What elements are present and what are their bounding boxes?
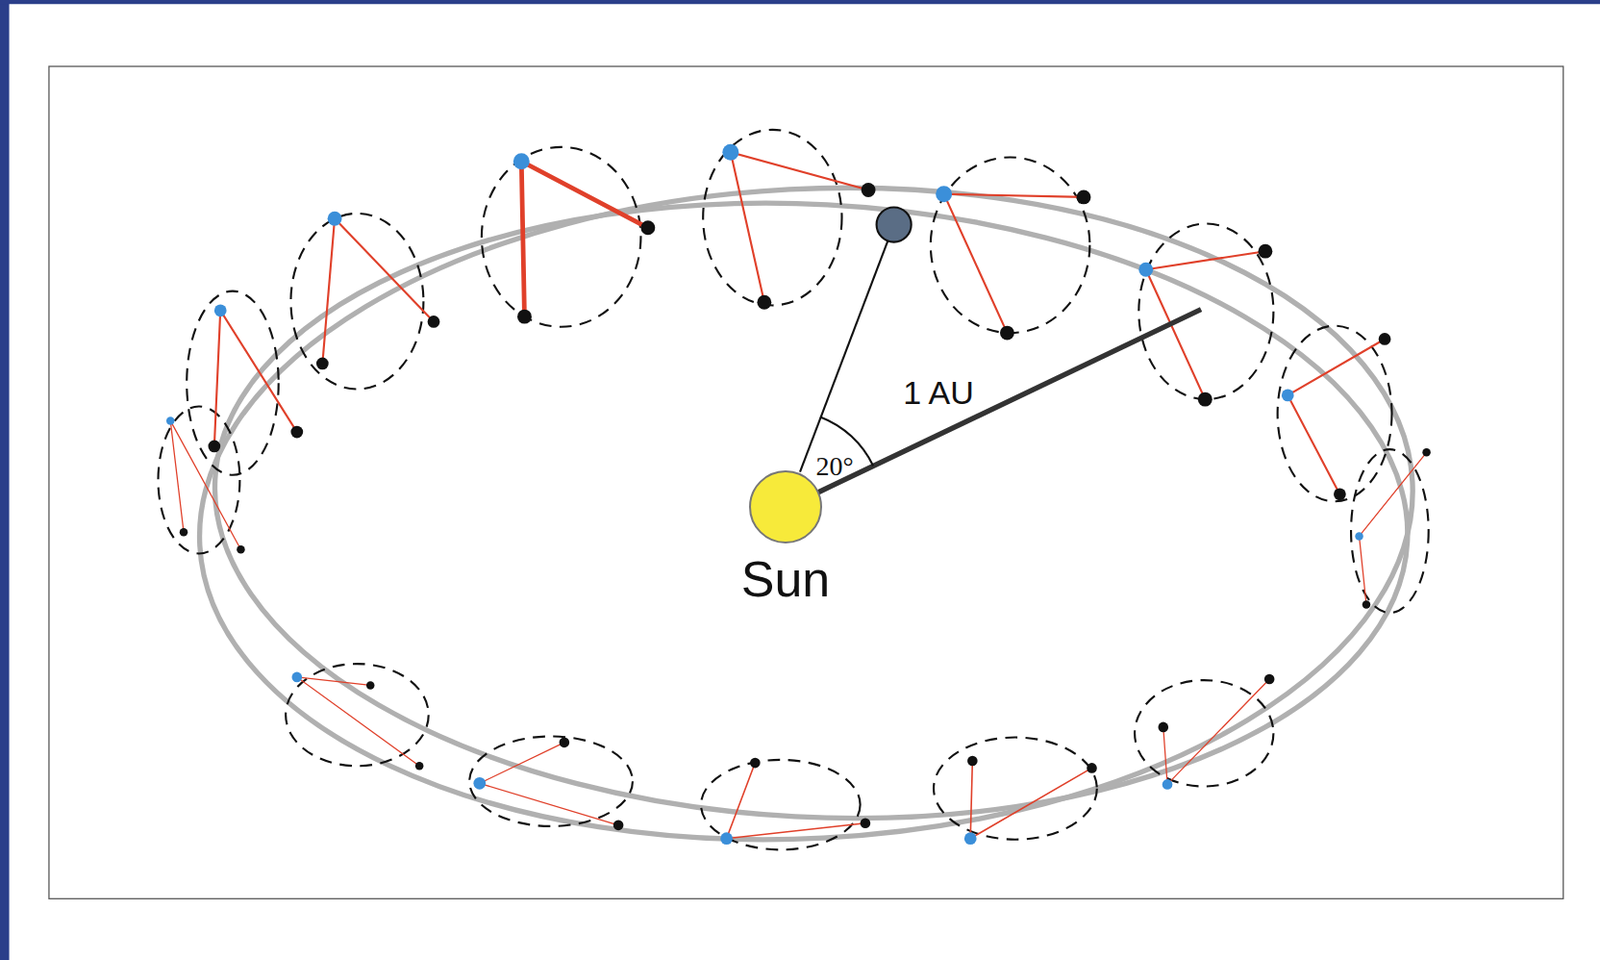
angle-label: 20° (815, 450, 853, 482)
distance-label: 1 AU (902, 374, 975, 412)
sun-label: Sun (741, 551, 831, 607)
sun-disc (748, 469, 824, 545)
sun-node: Sun (741, 469, 831, 607)
